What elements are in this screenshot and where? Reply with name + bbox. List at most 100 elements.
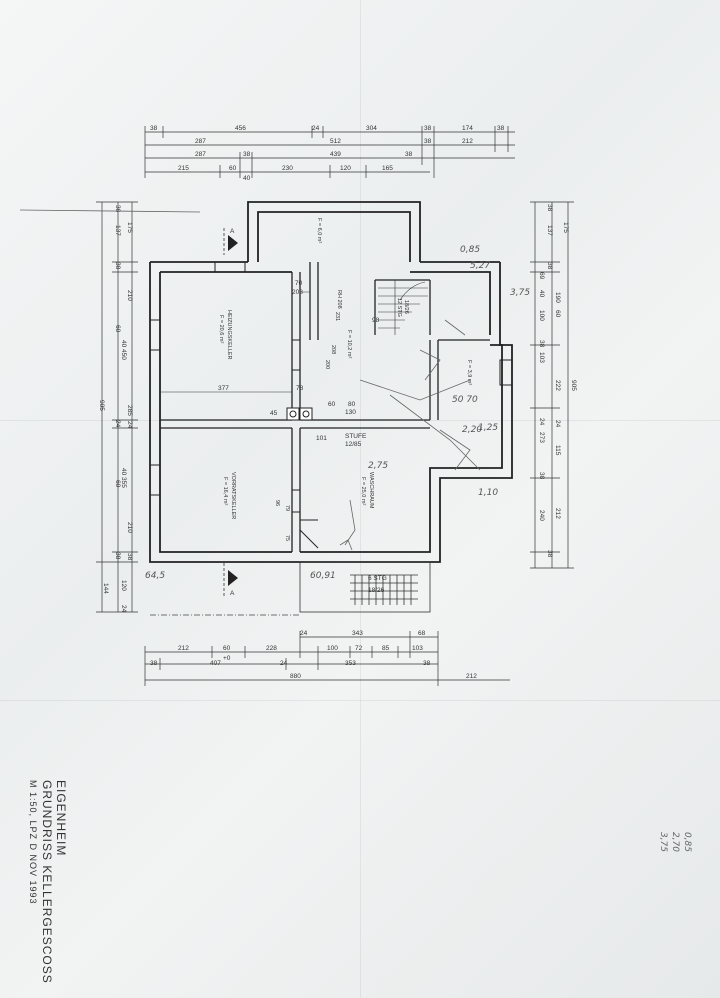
dim-label: 72 (355, 645, 363, 652)
right-dimension-lines (530, 201, 574, 569)
dim-label: 38 (405, 151, 413, 158)
section-label: A (230, 228, 235, 235)
dim-label: 285 (126, 405, 133, 416)
dim-label: 38 (114, 552, 121, 560)
stair-dim-bottom: 18/26 (368, 587, 385, 594)
corner-handwritten-note: 3,75 (658, 832, 668, 852)
dim-label: 45 (270, 410, 278, 417)
handwritten-note: 2,75 (368, 461, 388, 471)
room-area-flur: F = 10,2 m² (346, 330, 352, 358)
dim-label: 38 (424, 125, 432, 132)
dim-label: 38 (114, 205, 121, 213)
dim-label: 60 (223, 645, 231, 652)
dim-label: 273 (538, 432, 545, 443)
title-project: EIGENHEIM (54, 780, 68, 857)
title-scale-date: M 1:50, LPZ D NOV 1993 (28, 780, 38, 905)
pencil-sketches (19, 209, 481, 551)
dim-label: 439 (330, 151, 341, 158)
stair-count-bottom: 6 STG (368, 575, 387, 582)
stair-count-top: 12 STG (396, 298, 402, 317)
dim-label: 200 (324, 360, 330, 369)
top-dimension-lines (144, 126, 515, 178)
handwritten-note: 50 70 (452, 395, 478, 405)
dim-label: 98 (372, 317, 380, 324)
room-label-rh: RH 208 (336, 290, 342, 309)
dim-label: 287 (195, 151, 206, 158)
chimney-flues (286, 407, 313, 421)
dim-label: 905 (98, 400, 105, 411)
dim-label: 38 (538, 472, 545, 480)
dim-label: 212 (178, 645, 189, 652)
dim-label: 905 (570, 380, 577, 391)
dim-label: 175 (126, 222, 133, 233)
dim-label: 343 (352, 630, 363, 637)
dim-label: 60 (229, 165, 237, 172)
section-arrow-icon (228, 570, 238, 586)
room-area-waschraum: F = 25,0 m² (360, 477, 366, 505)
dim-label: 38 (538, 340, 545, 348)
dim-label: 353 (345, 660, 356, 667)
stair-labels: STUFE 12/85 6 STG 18/26 (345, 433, 387, 594)
dim-label: 407 (210, 660, 221, 667)
stairs-upper (378, 280, 428, 335)
dim-label: 24 (300, 630, 308, 637)
handwritten-note: 2,20 (462, 425, 482, 435)
dim-label: 60 (328, 401, 336, 408)
dim-label: 103 (538, 352, 545, 363)
handwritten-note: 1,25 (478, 423, 498, 433)
stairs-outside (299, 561, 431, 613)
stufe-label: STUFE (345, 433, 367, 440)
corner-handwritten-note: 2,70 (670, 832, 680, 852)
room-area-small-right: F = 3,9 m² (466, 360, 472, 385)
dim-label: 78 (296, 385, 304, 392)
dim-label: 880 (290, 673, 301, 680)
handwritten-note: 3,75 (658, 831, 668, 852)
dim-label: 231 (334, 312, 340, 321)
handwritten-note: 60,91 (310, 571, 336, 581)
room-name-vorratskeller: VORRATSKELLER (230, 472, 236, 519)
dim-label: 24 (280, 660, 288, 667)
stufe-dim: 12/85 (345, 441, 362, 448)
handwritten-note: 5,27 (470, 261, 490, 271)
handwritten-note: 2,70 (670, 831, 680, 852)
dim-label: 287 (195, 138, 206, 145)
dim-label: 165 (382, 165, 393, 172)
dim-label: 24 (126, 421, 133, 429)
dim-label: 137 (546, 225, 553, 236)
dim-label: 24 (554, 420, 561, 428)
title-drawing: GRUNDRISS KELLERGESCOSS (40, 780, 54, 984)
dim-label: 101 (316, 435, 327, 442)
openings (149, 261, 513, 549)
dim-label: 100 (327, 645, 338, 652)
dim-label: 208 (292, 289, 303, 296)
dim-label: 38 (150, 660, 158, 667)
dim-label: 24 (120, 605, 127, 613)
dim-label: 60 (114, 480, 121, 488)
paper-crease (0, 700, 720, 701)
dim-label: 120 (120, 580, 127, 591)
dim-label: 174 (462, 125, 473, 132)
handwritten-note: 3,75 (510, 288, 530, 298)
dim-label: 38 (150, 125, 158, 132)
dim-label: 144 (102, 583, 109, 594)
dim-label: 212 (554, 508, 561, 519)
bottom-dimension-lines (144, 631, 510, 686)
section-arrow-icon (228, 235, 238, 251)
dim-label: 79 (284, 505, 290, 511)
dim-label: 212 (462, 138, 473, 145)
stair-dim-top: 18/26 (403, 300, 409, 314)
room-labels: HEIZUNGSKELLER F = 20,6 m² VORRATSKELLER… (218, 218, 472, 519)
inner-dimension-labels: 70 208 377 78 45 60 80 130 101 231 200 2… (160, 280, 380, 541)
dim-label: 40 355 (120, 468, 127, 488)
dim-label: 40 (538, 290, 545, 298)
title-block: EIGENHEIM GRUNDRISS KELLERGESCOSS M 1:50… (22, 780, 82, 984)
dim-label: 75 (284, 535, 290, 541)
dim-label: 456 (235, 125, 246, 132)
bottom-dimension-labels: 24 343 68 212 60 +0 228 100 72 85 103 38… (150, 630, 477, 680)
dim-label: 120 (340, 165, 351, 172)
room-name-heizungskeller: HEIZUNGSKELLER (226, 310, 232, 360)
dim-label: 230 (282, 165, 293, 172)
dim-label: 40 (243, 175, 251, 182)
